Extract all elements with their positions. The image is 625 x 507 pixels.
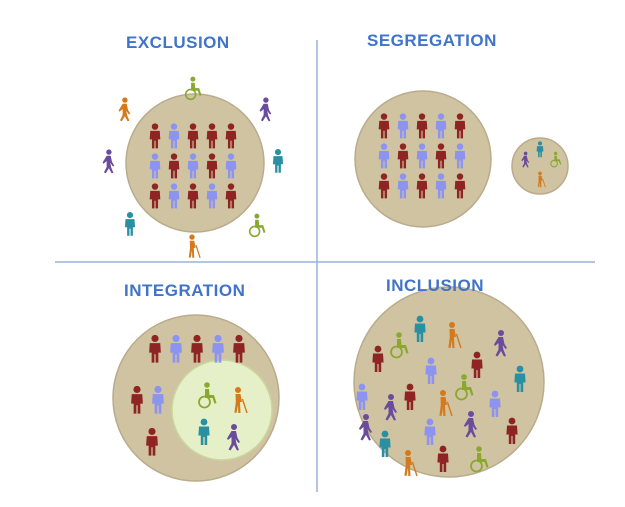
walking-person-icon bbox=[259, 97, 272, 122]
person-icon bbox=[272, 149, 284, 173]
integration-inner-circle bbox=[171, 359, 273, 461]
walking-person-icon bbox=[118, 97, 131, 122]
integration-title: INTEGRATION bbox=[124, 281, 246, 300]
segregation-title: SEGREGATION bbox=[367, 31, 497, 50]
person-icon bbox=[124, 212, 136, 236]
exclusion-title: EXCLUSION bbox=[126, 33, 230, 52]
person-with-cane-icon bbox=[188, 234, 201, 258]
inclusion-title: INCLUSION bbox=[386, 276, 484, 295]
walking-person-icon bbox=[102, 149, 115, 174]
wheelchair-icon bbox=[249, 213, 266, 237]
